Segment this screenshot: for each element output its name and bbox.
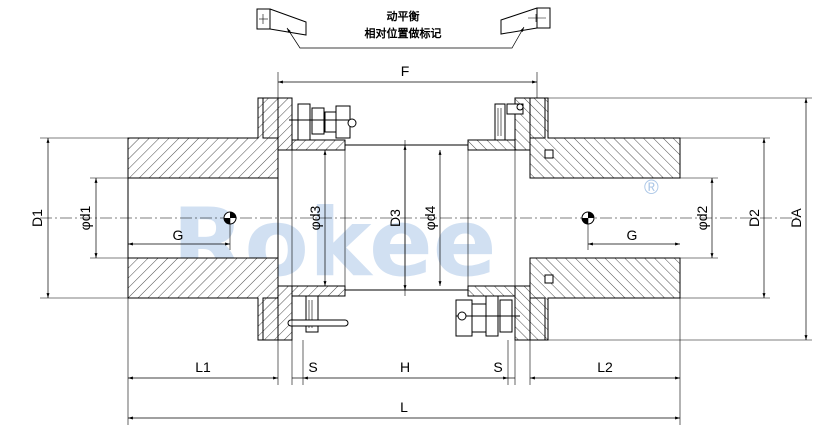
dim-d3: φd3 — [307, 150, 327, 286]
dim-d2: φd2 — [680, 177, 718, 259]
label-F: F — [401, 63, 410, 79]
right-hub — [529, 97, 681, 341]
registered-mark: ® — [644, 177, 659, 199]
label-L1: L1 — [195, 359, 211, 375]
flanges — [262, 97, 546, 341]
bolt-pack-bottom — [287, 274, 554, 337]
balance-mark-left-block — [256, 8, 271, 30]
note-line-2: 相对位置做标记 — [365, 26, 442, 40]
dim-D3: D3 — [387, 145, 407, 290]
dim-d4: φd4 — [422, 150, 442, 286]
label-L2: L2 — [597, 359, 613, 375]
dim-D1: D1 — [29, 137, 128, 299]
dim-DA: DA — [545, 97, 812, 341]
balance-mark-right-wedge — [500, 7, 538, 35]
label-d3: φd3 — [307, 205, 323, 230]
dim-G-right: G — [587, 218, 680, 250]
label-d4: φd4 — [422, 205, 438, 230]
label-H: H — [400, 359, 410, 375]
label-G-left: G — [173, 227, 184, 243]
balance-note: 动平衡 相对位置做标记 — [256, 7, 551, 49]
dim-F: F — [277, 63, 538, 98]
label-L: L — [400, 399, 408, 415]
bolt-pack-top — [289, 103, 554, 159]
label-G-right: G — [627, 227, 638, 243]
balance-mark-left-wedge — [269, 8, 307, 36]
note-line-1: 动平衡 — [387, 9, 420, 23]
label-d2: φd2 — [694, 205, 710, 230]
label-d1: φd1 — [77, 205, 93, 230]
label-D1: D1 — [29, 209, 45, 227]
label-DA: DA — [788, 208, 804, 228]
label-S-right: S — [493, 359, 502, 375]
label-S-left: S — [308, 359, 317, 375]
dim-d1: φd1 — [77, 177, 128, 259]
label-D3: D3 — [387, 209, 403, 227]
label-D2: D2 — [746, 209, 762, 227]
dim-G-left: G — [128, 218, 231, 250]
dim-D2: D2 — [680, 137, 770, 299]
dim-bottom-row: L1 S H S L2 L — [127, 296, 681, 425]
